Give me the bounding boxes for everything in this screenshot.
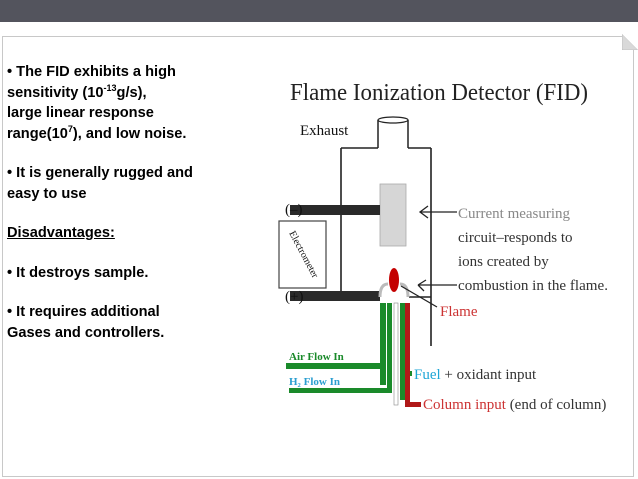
current-label-line-2: circuit–responds to: [458, 230, 573, 246]
air-flow-label: Air Flow In: [289, 351, 344, 363]
bullet-list: • The FID exhibits a high sensitivity (1…: [7, 62, 275, 362]
bullet-text: • It is generally rugged and: [7, 165, 193, 181]
superscript: 7: [67, 123, 73, 134]
air-line-horizontal: [286, 363, 386, 369]
h2-flow-label: H₂ Flow In: [289, 376, 340, 388]
bullet-requires-gases: • It requires additional Gases and contr…: [7, 302, 275, 343]
collector-electrode: [379, 183, 407, 247]
electrometer-box: [278, 220, 327, 289]
superscript: -13: [103, 82, 117, 93]
current-label-line-3: ions created by: [458, 254, 549, 270]
column-inner: [393, 302, 399, 406]
page-fold-corner: [622, 34, 638, 50]
bullet-text: • It requires additional: [7, 304, 160, 320]
negative-lead: [290, 205, 380, 215]
text-span: sensitivity (10: [7, 84, 104, 101]
jet-tip: [378, 282, 410, 298]
bullet-text: easy to use: [7, 185, 87, 202]
title-bar: [0, 0, 638, 22]
flame-shape: [389, 268, 399, 292]
exhaust-opening: [377, 116, 409, 124]
minus-label: (–): [285, 202, 303, 218]
fuel-input-label: Fuel + oxidant input: [414, 367, 537, 383]
diagram-title: Flame Ionization Detector (FID): [290, 80, 588, 106]
flame-arrow: [400, 285, 438, 308]
bullet-destroys-sample: • It destroys sample.: [7, 264, 149, 281]
current-arrow: [418, 205, 457, 219]
exhaust-pipe: [377, 120, 409, 148]
text-span: range(10: [7, 125, 68, 142]
column-input-label: Column input (end of column): [423, 397, 606, 413]
current-label-line-4: combustion in the flame.: [458, 278, 608, 294]
oxidant-text: + oxidant input: [441, 367, 537, 383]
current-label-line-1: Current measuring: [458, 206, 571, 222]
bullet-text: sensitivity (10-13g/s),: [7, 83, 275, 104]
bullet-text: large linear response: [7, 105, 154, 121]
bullet-text: range(107), and low noise.: [7, 124, 275, 145]
fuel-word: Fuel: [414, 367, 441, 383]
bullet-rugged: • It is generally rugged and easy to use: [7, 163, 275, 204]
air-line-vertical: [380, 303, 386, 385]
column-line-vertical: [405, 303, 410, 407]
plus-label: (+): [285, 289, 303, 305]
flame-label: Flame: [440, 304, 478, 320]
flame-arrow-head: [417, 279, 457, 292]
h2-line-vertical: [387, 303, 392, 393]
fuel-line-vertical: [400, 303, 405, 400]
column-input-black: (end of column): [506, 397, 606, 413]
bullet-sensitivity: • The FID exhibits a high sensitivity (1…: [7, 62, 275, 144]
disadvantages-heading: Disadvantages:: [7, 225, 115, 241]
detector-body: [340, 147, 432, 346]
h2-line-horizontal: [289, 388, 392, 393]
column-line-horizontal: [405, 402, 421, 407]
column-input-red: Column input: [423, 397, 507, 413]
text-span: ), and low noise.: [72, 125, 187, 142]
slide-frame: [2, 36, 634, 477]
positive-lead: [290, 291, 380, 301]
bullet-text: • The FID exhibits a high: [7, 64, 176, 80]
exhaust-label: Exhaust: [300, 123, 349, 139]
text-span: g/s),: [116, 84, 147, 101]
bullet-text: Gases and controllers.: [7, 324, 165, 341]
